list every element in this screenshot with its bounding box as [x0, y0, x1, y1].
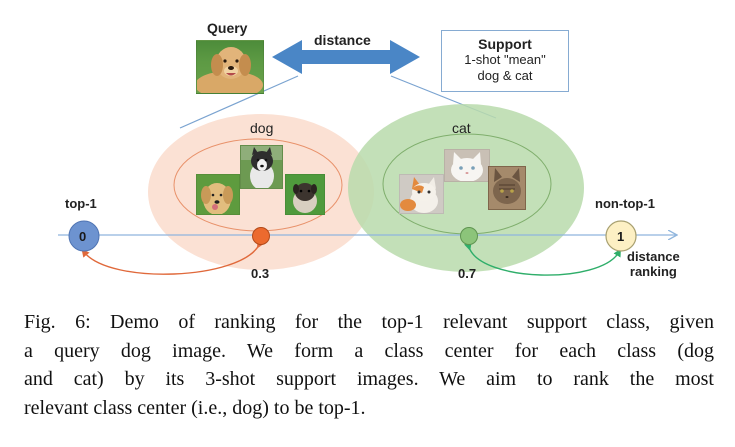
distance-label: distance: [314, 32, 371, 48]
figure-caption: Fig. 6: Demo of ranking for the top-1 re…: [24, 308, 714, 422]
caption-line: Fig. 6: Demo of ranking for the top-1 re…: [24, 311, 714, 333]
rank-0-node: [68, 220, 100, 252]
cat-distance-value: 0.7: [458, 266, 477, 281]
orange-white-kitten-photo-icon: [400, 177, 438, 213]
cat-class-label: cat: [452, 120, 471, 136]
query-dog-image: [196, 40, 264, 94]
cat-rank-curve: [463, 241, 622, 276]
dog-support-image-3: [285, 174, 325, 215]
ranking-diagram: Query distance Support 1-shot "mean" dog…: [58, 20, 735, 281]
dog-support-image-2: [240, 145, 283, 189]
golden-retriever-photo-icon: [197, 47, 263, 93]
distance-ranking-label: distance ranking: [627, 249, 680, 279]
rank-1-value: 1: [617, 229, 625, 244]
support-line-2: dog & cat: [477, 68, 533, 83]
diagram-canvas: [58, 40, 735, 276]
distance-ranking-line-1: distance: [627, 249, 680, 264]
caption-line: and cat) by its 3-shot support images. W…: [24, 368, 714, 390]
non-top1-label: non-top-1: [595, 196, 655, 211]
query-title: Query: [207, 20, 248, 36]
support-box: Support 1-shot "mean" dog & cat: [441, 30, 569, 92]
dog-center-point: [252, 227, 270, 245]
pug-puppy-photo-icon: [293, 183, 317, 213]
distance-double-arrow-icon: [272, 40, 420, 74]
rank-1-node: [605, 220, 637, 252]
dog-rank-curve: [81, 239, 265, 275]
husky-puppy-photo-icon: [241, 146, 282, 188]
white-kitten-photo-icon: [451, 152, 483, 181]
tabby-cat-photo-icon: [489, 167, 525, 209]
dog-support-image-1: [196, 174, 240, 215]
distance-ranking-line-2: ranking: [629, 264, 677, 279]
cat-support-image-3: [488, 166, 526, 210]
rank-0-value: 0: [79, 229, 87, 244]
cat-center-point: [460, 227, 478, 245]
dog-class-label: dog: [250, 120, 274, 136]
cat-support-image-2: [444, 149, 490, 182]
golden-retriever-puppy-photo-icon: [201, 183, 233, 214]
support-line-1: 1-shot "mean": [464, 52, 546, 67]
top1-label: top-1: [65, 196, 97, 211]
cat-cluster-outer: [348, 104, 584, 272]
support-title: Support: [478, 36, 532, 52]
cat-support-image-1: [399, 174, 444, 214]
caption-line: a query dog image. We form a class cente…: [24, 339, 714, 362]
dog-distance-value: 0.3: [251, 266, 270, 281]
connector-line-left: [179, 75, 299, 129]
dog-cluster-outer: [148, 114, 374, 270]
caption-line: relevant class center (i.e., dog) to be …: [24, 396, 366, 419]
